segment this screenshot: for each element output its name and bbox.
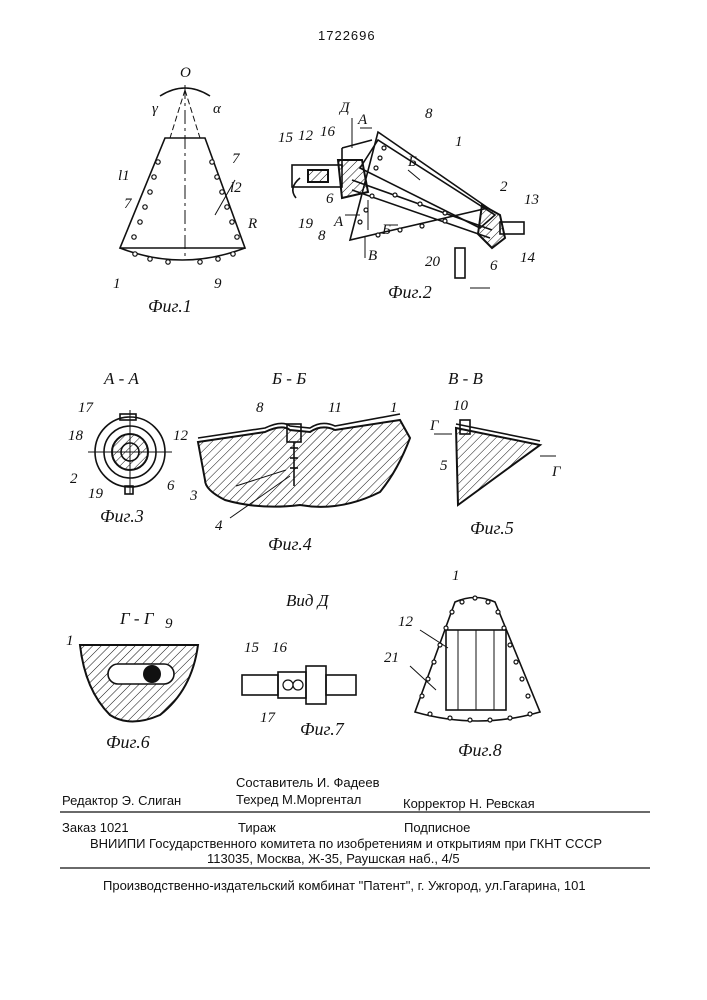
footer-corrector: Корректор Н. Ревская xyxy=(403,796,535,811)
footer-editor: Редактор Э. Слиган xyxy=(62,793,181,808)
footer-circulation: Тираж xyxy=(238,820,276,835)
fig2-caption: Фиг.2 xyxy=(388,282,432,302)
fig3-caption: Фиг.3 xyxy=(100,506,144,526)
fig5-caption: Фиг.5 xyxy=(470,518,514,538)
fig5-label-g: Г xyxy=(429,418,440,434)
fig7-section-title: Вид Д xyxy=(286,591,330,610)
fig5-section-title: В - В xyxy=(448,369,484,388)
fig2-label-d: Д xyxy=(338,100,351,116)
fig2-label-16: 16 xyxy=(320,124,336,140)
figure-4: Б - Б 8 11 1 3 4 Фиг.4 xyxy=(189,369,410,554)
footer-address: 113035, Москва, Ж-35, Раушская наб., 4/5 xyxy=(207,851,460,866)
fig8-label-12: 12 xyxy=(398,614,414,630)
fig2-label-8b: 8 xyxy=(318,228,326,244)
fig4-label-4: 4 xyxy=(215,518,223,534)
fig3-section-title: А - А xyxy=(103,369,140,388)
figure-8: 1 12 21 Фиг.8 xyxy=(384,568,540,760)
fig8-caption: Фиг.8 xyxy=(458,740,502,760)
fig7-label-16: 16 xyxy=(272,640,288,656)
fig2-label-12: 12 xyxy=(298,128,314,144)
fig2-label-1: 1 xyxy=(455,134,463,150)
fig1-label-r: R xyxy=(247,216,257,232)
fig7-label-15: 15 xyxy=(244,640,260,656)
figure-3: А - А 17 18 12 2 6 19 Фиг.3 xyxy=(68,369,189,526)
fig3-label-6: 6 xyxy=(167,478,175,494)
fig1-caption: Фиг.1 xyxy=(148,296,192,316)
fig6-caption: Фиг.6 xyxy=(106,732,150,752)
fig3-label-17: 17 xyxy=(78,400,95,416)
fig2-label-15: 15 xyxy=(278,130,294,146)
fig2-label-a2: А xyxy=(333,214,344,230)
fig3-label-18: 18 xyxy=(68,428,84,444)
fig3-label-2: 2 xyxy=(70,471,78,487)
fig6-section-title: Г - Г xyxy=(119,609,155,628)
footer-compiler: Составитель И. Фадеев xyxy=(236,775,380,790)
footer-techred: Техред М.Моргентал xyxy=(236,792,361,807)
footer-order: Заказ 1021 xyxy=(62,820,129,835)
figure-7: Вид Д 15 16 17 Фиг.7 xyxy=(242,591,356,739)
fig2-label-v: В xyxy=(368,248,377,264)
fig5-label-5: 5 xyxy=(440,458,448,474)
fig1-label-alpha: α xyxy=(213,101,222,117)
fig2-label-b2: Б xyxy=(381,222,391,238)
fig2-label-8: 8 xyxy=(425,106,433,122)
fig2-label-a: А xyxy=(357,112,368,128)
fig7-caption: Фиг.7 xyxy=(300,719,345,739)
fig7-label-17: 17 xyxy=(260,710,277,726)
fig2-label-14: 14 xyxy=(520,250,536,266)
fig8-label-21: 21 xyxy=(384,650,399,666)
fig1-label-l1: l1 xyxy=(118,168,130,184)
footer-publisher: Производственно-издательский комбинат "П… xyxy=(103,878,586,893)
figure-6: Г - Г 1 9 Фиг.6 xyxy=(66,609,198,752)
fig4-label-3: 3 xyxy=(189,488,198,504)
fig8-label-1: 1 xyxy=(452,568,460,584)
fig1-label-7a: 7 xyxy=(124,196,133,212)
fig3-label-19: 19 xyxy=(88,486,104,502)
footer-vniipi: ВНИИПИ Государственного комитета по изоб… xyxy=(90,836,602,851)
fig2-label-20: 20 xyxy=(425,254,441,270)
fig1-label-o: О xyxy=(180,65,191,81)
fig6-label-1: 1 xyxy=(66,633,74,649)
fig2-label-19: 19 xyxy=(298,216,314,232)
fig5-label-10: 10 xyxy=(453,398,469,414)
fig2-label-2: 2 xyxy=(500,179,508,195)
fig2-label-6a: 6 xyxy=(326,191,334,207)
fig1-label-1: 1 xyxy=(113,276,121,292)
fig3-label-12: 12 xyxy=(173,428,189,444)
figure-1: О γ α l1 l2 7 7 R 1 9 Фиг.1 xyxy=(113,65,257,316)
fig4-label-8: 8 xyxy=(256,400,264,416)
fig2-label-13: 13 xyxy=(524,192,539,208)
fig4-label-11: 11 xyxy=(328,400,342,416)
figure-2: Д А 15 12 16 8 1 Б 2 13 6 19 8 А Б В 20 … xyxy=(278,100,539,302)
fig1-label-gamma: γ xyxy=(152,101,159,117)
fig6-label-9: 9 xyxy=(165,616,173,632)
fig4-section-title: Б - Б xyxy=(271,369,306,388)
fig1-label-9: 9 xyxy=(214,276,222,292)
fig1-label-7b: 7 xyxy=(232,151,241,167)
fig4-caption: Фиг.4 xyxy=(268,534,312,554)
fig1-label-l2: l2 xyxy=(230,180,242,196)
fig2-label-b: Б xyxy=(407,154,417,170)
fig5-label-g2: Г xyxy=(551,464,562,480)
footer-subscription: Подписное xyxy=(404,820,470,835)
fig2-label-6b: 6 xyxy=(490,258,498,274)
fig4-label-1: 1 xyxy=(390,400,398,416)
figure-5: В - В 10 Г 5 Г Фиг.5 xyxy=(429,369,562,538)
